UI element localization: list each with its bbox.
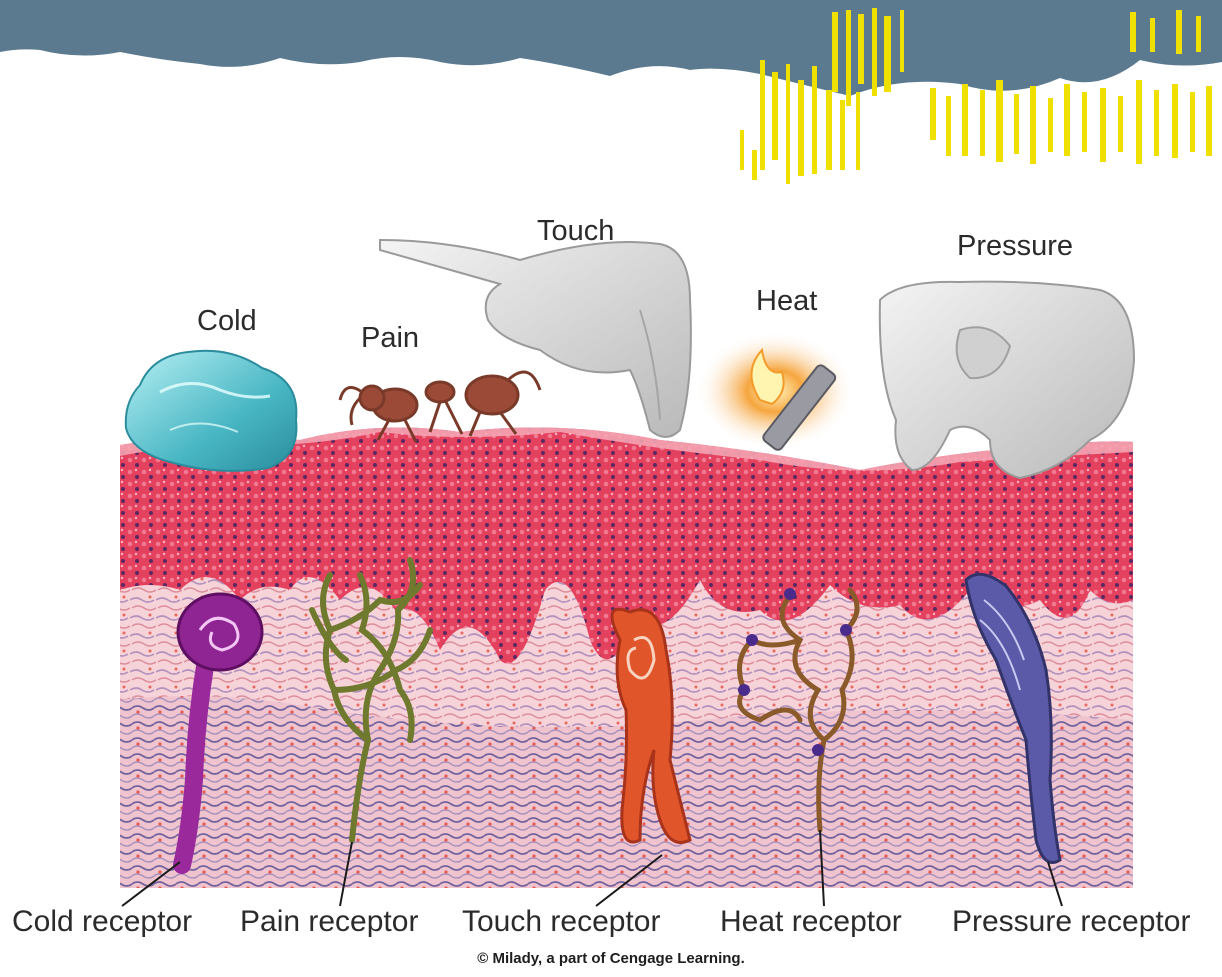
- touch-stimulus-label: Touch: [537, 215, 614, 248]
- ice-cube-stimulus: [126, 351, 297, 471]
- heat-receptor-label: Heat receptor: [720, 905, 902, 939]
- touch-hand-stimulus: [380, 240, 691, 437]
- copyright-credit: © Milady, a part of Cengage Learning.: [0, 950, 1222, 967]
- cold-receptor-label: Cold receptor: [12, 905, 192, 939]
- touch-receptor-label: Touch receptor: [462, 905, 660, 939]
- match-flame-stimulus: [695, 325, 855, 452]
- top-banner: [0, 0, 1222, 184]
- pain-stimulus-label: Pain: [361, 322, 419, 355]
- pressure-receptor-label: Pressure receptor: [952, 905, 1190, 939]
- heat-stimulus-label: Heat: [756, 285, 817, 318]
- pain-receptor-label: Pain receptor: [240, 905, 418, 939]
- cold-stimulus-label: Cold: [197, 305, 257, 338]
- pressure-stimulus-label: Pressure: [957, 230, 1073, 263]
